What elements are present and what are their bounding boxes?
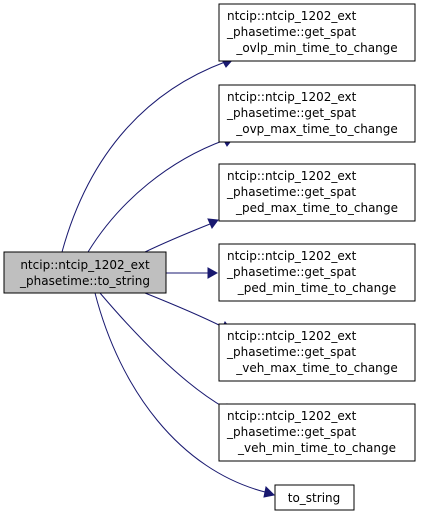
edge-to-ped-max [144, 223, 211, 253]
edge-to-ovp-max [87, 139, 226, 253]
callee-line: _veh_max_time_to_change [235, 361, 398, 375]
node-get-spat-ovlp-min-time-to-change[interactable]: ntcip::ntcip_1202_ext _phasetime::get_sp… [218, 3, 416, 62]
callee-line: _phasetime::get_spat [226, 345, 356, 359]
node-get-spat-veh-max-time-to-change[interactable]: ntcip::ntcip_1202_ext _phasetime::get_sp… [218, 323, 416, 382]
callee-line: ntcip::ntcip_1202_ext [227, 249, 357, 263]
callee-line: _ovlp_min_time_to_change [235, 41, 397, 55]
callee-line: _phasetime::get_spat [226, 185, 356, 199]
callee-line: _veh_min_time_to_change [237, 441, 396, 455]
callee-box [218, 403, 416, 462]
callee-box [218, 3, 416, 62]
callee-line: _ped_min_time_to_change [237, 281, 397, 295]
callee-box [218, 243, 416, 302]
edge-arrow-ped-min [207, 267, 219, 279]
edge-to-ovlp-min [61, 61, 226, 253]
edge-to-veh-min [99, 292, 226, 409]
node-get-spat-veh-min-time-to-change[interactable]: ntcip::ntcip_1202_ext _phasetime::get_sp… [218, 403, 416, 462]
callee-box [274, 484, 355, 511]
node-get-spat-ped-min-time-to-change[interactable]: ntcip::ntcip_1202_ext _phasetime::get_sp… [218, 243, 416, 302]
root-line-1: ntcip::ntcip_1202_ext [20, 258, 150, 272]
edge-to-to-string [94, 292, 266, 493]
callee-line: _phasetime::get_spat [226, 425, 356, 439]
callee-line: ntcip::ntcip_1202_ext [227, 9, 357, 23]
root-line-2: _phasetime::to_string [19, 274, 150, 288]
callee-box [218, 84, 416, 143]
node-get-spat-ped-max-time-to-change[interactable]: ntcip::ntcip_1202_ext _phasetime::get_sp… [218, 163, 416, 222]
nodes: ntcip::ntcip_1202_ext _phasetime::to_str… [3, 3, 416, 511]
node-root-to-string-fn[interactable]: ntcip::ntcip_1202_ext _phasetime::to_str… [3, 251, 167, 294]
node-to-string[interactable]: to_string [274, 484, 355, 511]
callee-line: _phasetime::get_spat [226, 265, 356, 279]
callee-line: _phasetime::get_spat [226, 25, 356, 39]
node-get-spat-ovp-max-time-to-change[interactable]: ntcip::ntcip_1202_ext _phasetime::get_sp… [218, 84, 416, 143]
callee-line: ntcip::ntcip_1202_ext [227, 329, 357, 343]
callee-line: ntcip::ntcip_1202_ext [227, 409, 357, 423]
edge-arrow-ped-max [207, 218, 219, 229]
callee-box [218, 323, 416, 382]
callee-line: to_string [288, 491, 341, 505]
callee-line: _phasetime::get_spat [226, 106, 356, 120]
callee-line: _ovp_max_time_to_change [235, 122, 398, 136]
callee-line: _ped_max_time_to_change [235, 201, 398, 215]
callee-line: ntcip::ntcip_1202_ext [227, 90, 357, 104]
callee-box [218, 163, 416, 222]
edge-to-veh-max [144, 292, 224, 328]
root-node-box [3, 251, 167, 294]
callee-line: ntcip::ntcip_1202_ext [227, 169, 357, 183]
edge-arrow-to-string [263, 485, 276, 498]
